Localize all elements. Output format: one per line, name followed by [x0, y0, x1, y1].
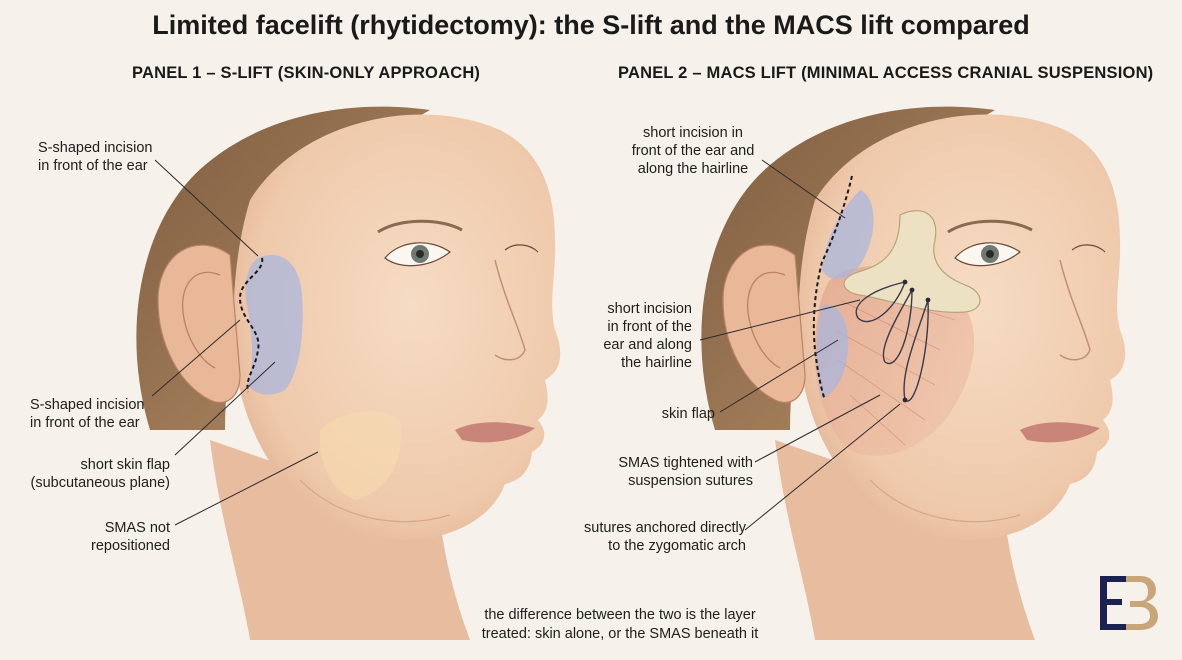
panel-2-label-incision-mid: short incision in front of the ear and a… — [603, 301, 692, 371]
panel-1-neck — [210, 440, 470, 640]
panel-1-face — [136, 106, 561, 640]
panel-1-lips — [455, 422, 535, 443]
panel-2-label-skin-flap: skin flap — [661, 406, 715, 422]
panel-2-zygomatic-arch — [843, 210, 981, 313]
panel-2-heading: PANEL 2 – MACS LIFT (MINIMAL ACCESS CRAN… — [618, 64, 1154, 82]
footer-note: the difference between the two is the la… — [481, 607, 759, 642]
panel-1-label-smas: SMAS not repositioned — [91, 520, 170, 554]
panel-1-label-incision-mid: S-shaped incision in front of the ear — [30, 397, 145, 431]
panel-2-label-smas: SMAS tightened with suspension sutures — [618, 455, 753, 489]
panel-2-lips — [1020, 422, 1100, 443]
panel-2-label-sutures: sutures anchored directly to the zygomat… — [584, 520, 746, 554]
panel-1-label-skin-flap: short skin flap (subcutaneous plane) — [30, 457, 170, 491]
panel-2-label-incision-top: short incision in front of the ear and a… — [631, 125, 755, 177]
panel-1-leaders — [151, 159, 319, 526]
panel-2-leaders — [699, 159, 901, 531]
panel-1-ear — [157, 244, 241, 403]
panel-1-heading: PANEL 1 – S-LIFT (SKIN-ONLY APPROACH) — [132, 64, 481, 82]
panel-1-skin-flap — [245, 254, 303, 395]
panel-1-label-incision-top: S-shaped incision in front of the ear — [38, 140, 153, 174]
panel-2-incision — [812, 175, 853, 401]
panel-2-neck — [775, 440, 1035, 640]
panel-1-smas-region — [319, 411, 401, 500]
page-title: Limited facelift (rhytidectomy): the S-l… — [152, 10, 1030, 40]
panel-2-skin-flap-upper — [822, 190, 874, 279]
panel-1-s-incision — [238, 257, 264, 393]
panel-2-skin-flap-lower — [816, 304, 849, 398]
brand-logo-icon — [1100, 576, 1158, 630]
panel-2-face — [701, 106, 1126, 640]
